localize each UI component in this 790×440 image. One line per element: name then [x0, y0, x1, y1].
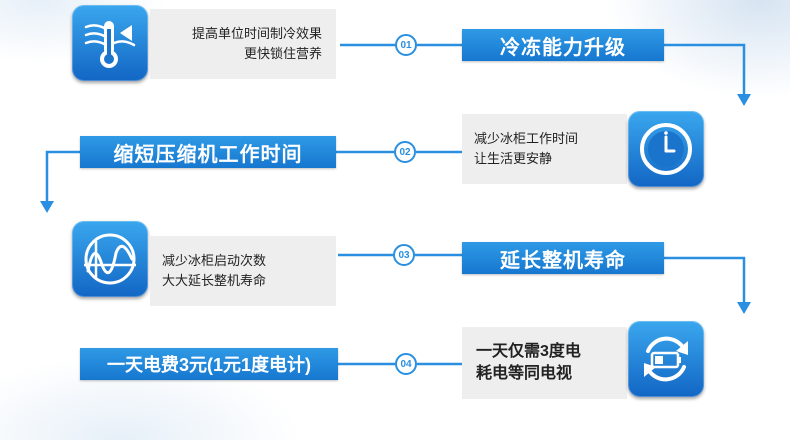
arrow-down-icon: [40, 201, 54, 213]
thermometer-icon-tile: [72, 5, 148, 81]
step4-number-badge: 04: [395, 353, 417, 375]
step1-number-badge: 01: [395, 34, 417, 56]
battery-cycle-icon: [644, 336, 688, 382]
arrow-down-icon: [737, 302, 751, 314]
waveform-icon: [84, 233, 136, 285]
step3-desc-line1: 减少冰柜启动次数: [162, 253, 267, 268]
clock-icon: [640, 123, 692, 175]
step2-desc-line2: 让生活更安静: [474, 151, 553, 166]
step3-number-badge: 03: [393, 244, 415, 266]
step2-title: 缩短压缩机工作时间: [80, 136, 336, 168]
step1-desc-line2: 更快锁住营养: [243, 46, 322, 61]
clock-icon-tile: [628, 111, 704, 187]
step3-title: 延长整机寿命: [462, 242, 664, 274]
step4-title: 一天电费3元(1元1度电计): [80, 348, 338, 380]
step2-number-badge: 02: [394, 141, 416, 163]
step2-desc-line1: 减少冰柜工作时间: [474, 131, 579, 146]
arrow-down-icon: [737, 94, 751, 106]
step4-description: 一天仅需3度电 耗电等同电视: [462, 327, 627, 399]
step1-desc-line1: 提高单位时间制冷效果: [191, 26, 322, 41]
step1-title: 冷冻能力升级: [462, 29, 664, 61]
thermometer-icon: [84, 21, 136, 68]
step3-desc-line2: 大大延长整机寿命: [162, 273, 267, 288]
step1-description: 提高单位时间制冷效果 更快锁住营养: [150, 9, 336, 79]
battery-cycle-icon-tile: [628, 321, 704, 397]
step4-desc-line1: 一天仅需3度电: [476, 343, 581, 360]
step2-description: 减少冰柜工作时间 让生活更安静: [462, 114, 627, 184]
waveform-icon-tile: [72, 221, 148, 297]
step3-description: 减少冰柜启动次数 大大延长整机寿命: [150, 236, 336, 306]
step4-desc-line2: 耗电等同电视: [476, 365, 573, 382]
